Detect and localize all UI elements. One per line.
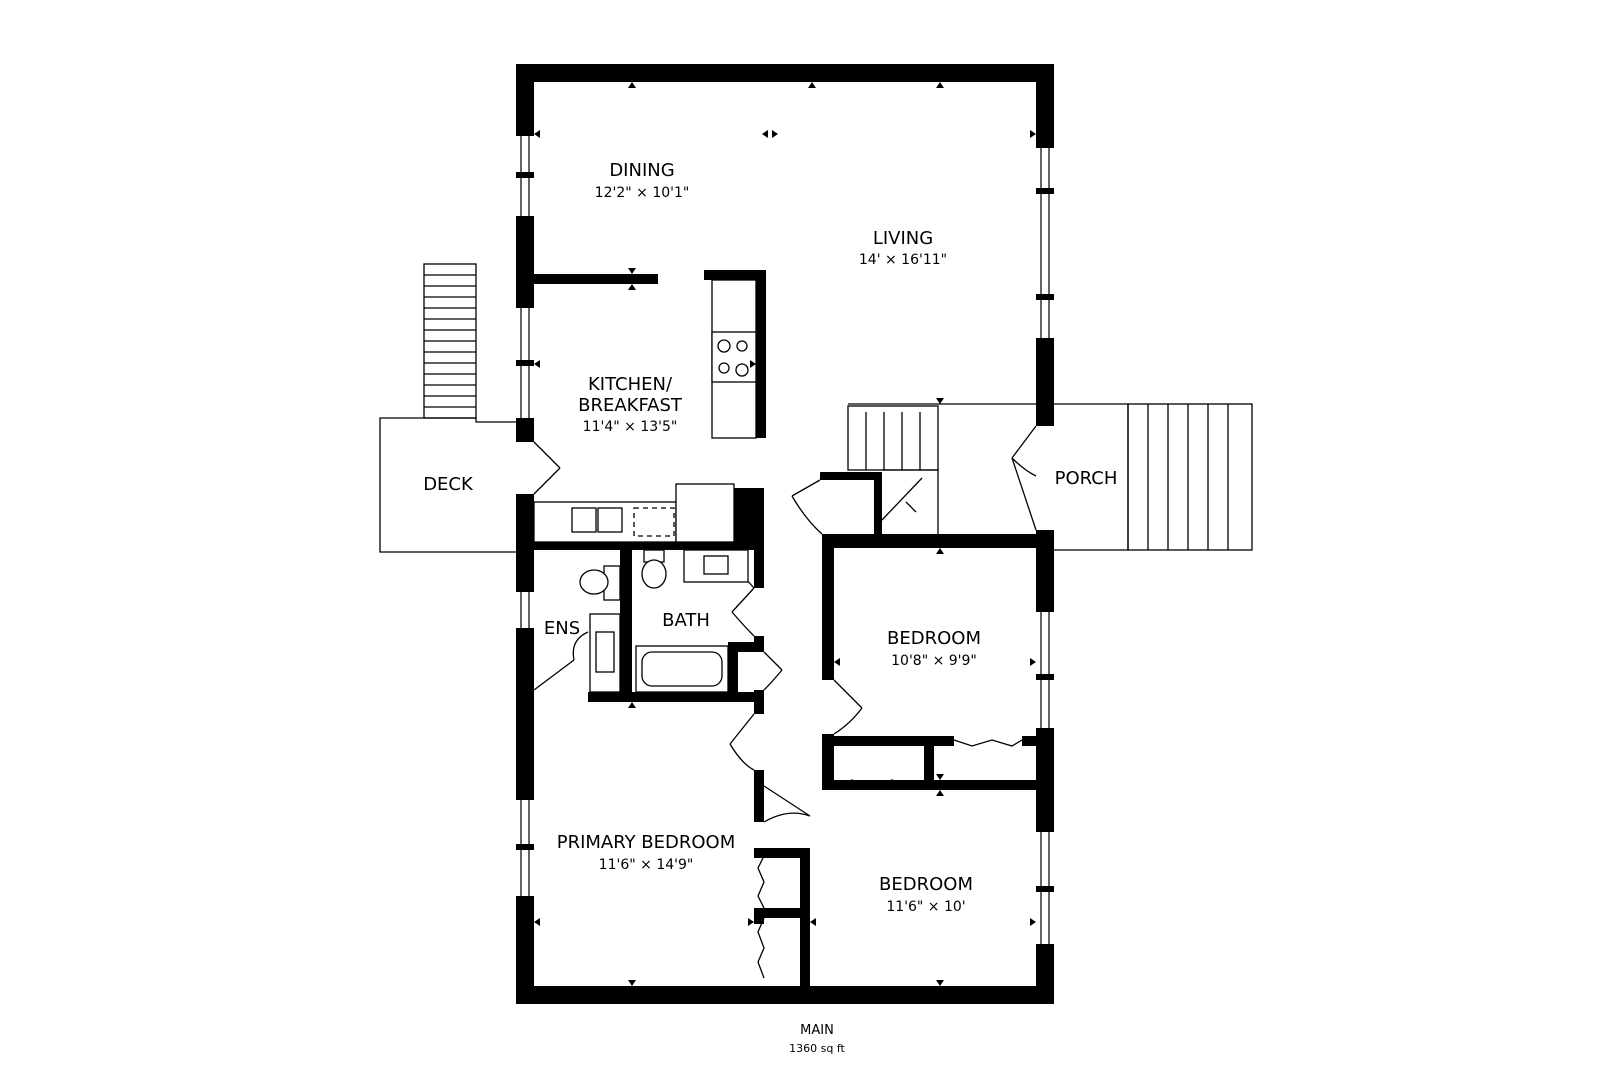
fridge-icon [675,483,735,543]
room-living-dims: 14' × 16'11" [859,252,947,268]
sink-icon [597,507,623,533]
room-deck-name: DECK [423,474,474,495]
toilet-icon [641,559,667,589]
room-dining-name: DINING [609,160,674,181]
porch-area [1052,403,1253,551]
room-living-name: LIVING [873,228,933,249]
burner-icon [735,363,749,377]
room-porch-name: PORCH [1055,468,1118,489]
room-primary-bedroom-dims: 11'6" × 14'9" [599,857,694,873]
sink-icon [595,631,615,673]
room-labels: DINING 12'2" × 10'1" LIVING 14' × 16'11"… [423,160,1117,915]
dimension-markers [534,82,1036,986]
floor-name: MAIN [800,1023,834,1038]
floor-caption: MAIN 1360 sq ft [789,1023,845,1055]
deck-area [379,263,516,553]
floor-area: 1360 sq ft [789,1042,845,1055]
windows [516,136,1054,944]
room-bedroom-2-name: BEDROOM [879,874,973,895]
toilet-icon [579,569,609,595]
interior-stairs [847,403,1036,534]
doors [533,425,1037,979]
interior-walls [534,270,1054,988]
room-kitchen-name-line1: KITCHEN/ [588,374,673,395]
room-bedroom-2-dims: 11'6" × 10' [886,899,965,915]
exterior-walls [516,64,1054,1004]
room-kitchen-name-line2: BREAKFAST [578,395,683,416]
room-bedroom-1-dims: 10'8" × 9'9" [891,653,977,669]
sink-icon [703,555,729,575]
room-ens-name: ENS [544,618,580,639]
room-bath-name: BATH [662,610,710,631]
burner-icon [718,362,730,374]
burner-icon [736,340,748,352]
sink-icon [571,507,597,533]
room-bedroom-1-name: BEDROOM [887,628,981,649]
room-dining-dims: 12'2" × 10'1" [595,185,690,201]
room-primary-bedroom-name: PRIMARY BEDROOM [557,832,736,853]
burner-icon [717,339,731,353]
fixtures [533,279,757,693]
room-kitchen-dims: 11'4" × 13'5" [583,419,678,435]
